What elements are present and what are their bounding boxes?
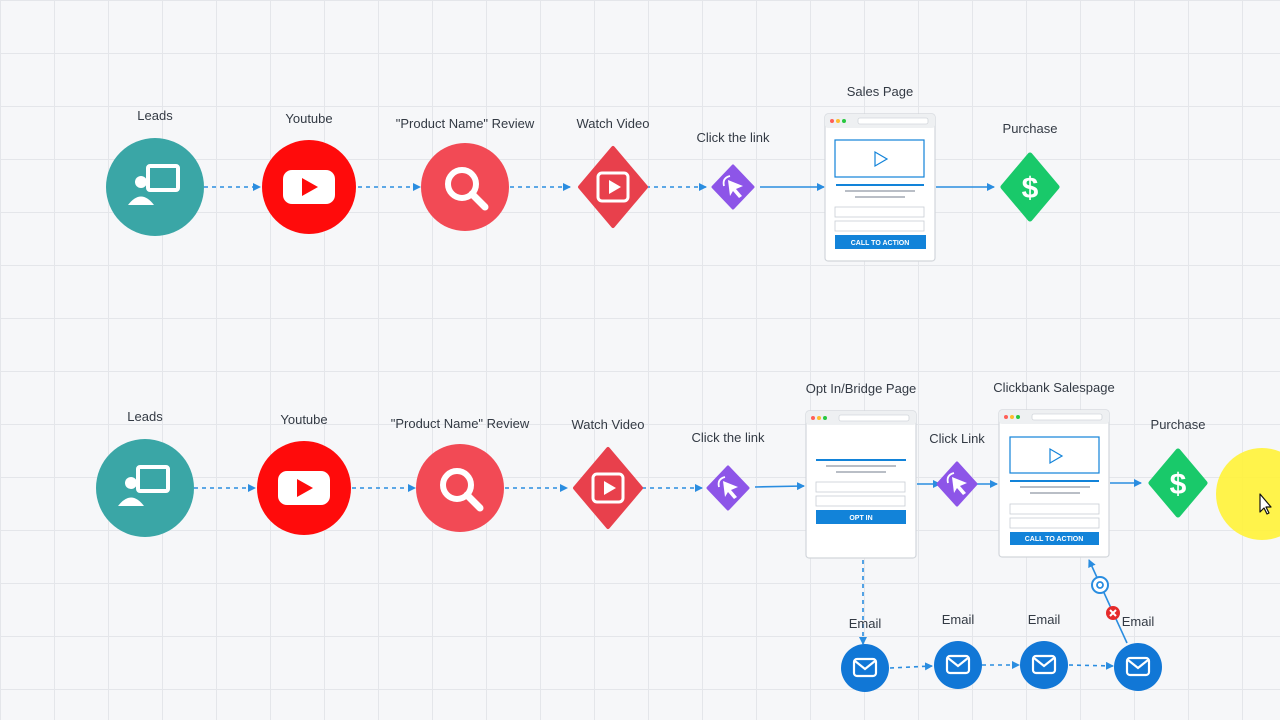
video-play-icon [596,171,630,203]
search-icon [440,468,484,512]
email-label-4: Email [1122,614,1155,629]
purchase-label: Purchase [1151,417,1206,432]
cursor-click-icon [946,472,967,495]
youtube-icon [283,170,335,204]
clickbank-page-label: Clickbank Salespage [993,380,1114,395]
presentation-icon [128,164,180,205]
sales-page-node[interactable]: CALL TO ACTION [824,113,936,262]
email-node-1[interactable] [841,644,889,692]
click-link-node[interactable] [711,164,755,210]
leads-node[interactable] [96,439,194,537]
connector[interactable] [889,662,933,671]
email-icon [1031,654,1057,675]
review-node[interactable] [416,444,504,532]
email-label-1: Email [849,616,882,631]
review-label: "Product Name" Review [396,116,535,131]
review-node[interactable] [421,143,509,231]
click-link-node[interactable] [706,465,750,511]
email-label-2: Email [942,612,975,627]
optin-page-node[interactable]: OPT IN [805,410,917,559]
cursor-click-icon [722,175,743,198]
clickbank-cta-button[interactable] [1010,532,1099,545]
youtube-icon [278,471,330,505]
gear-icon[interactable] [1091,576,1109,594]
optin-page-label: Opt In/Bridge Page [806,381,917,396]
connector[interactable] [1088,559,1128,644]
connector[interactable] [1068,661,1114,670]
youtube-label: Youtube [280,412,327,427]
top-funnel: Leads Youtube "Product Name" Review [106,84,1060,262]
optin-button[interactable] [816,510,906,524]
click-link-2-node[interactable] [936,461,978,507]
clickbank-cta-label: CALL TO ACTION [1025,536,1084,543]
close-icon[interactable] [1106,606,1120,620]
youtube-node[interactable] [262,140,356,234]
sales-page-cta-button[interactable] [835,235,926,249]
click-link-label: Click the link [697,130,770,145]
dollar-icon: $ [1170,468,1187,501]
watch-video-label: Watch Video [572,417,645,432]
email-node-4[interactable] [1114,643,1162,691]
sales-page-cta-label: CALL TO ACTION [851,240,910,247]
dollar-icon: $ [1022,172,1039,205]
leads-node[interactable] [106,138,204,236]
cursor-click-icon [717,476,738,499]
email-label-3: Email [1028,612,1061,627]
click-link-label: Click the link [692,430,765,445]
cursor-highlight [1216,448,1280,540]
youtube-label: Youtube [285,111,332,126]
email-node-2[interactable] [934,641,982,689]
email-icon [945,654,971,675]
presentation-icon [118,465,170,506]
email-icon [1125,656,1151,677]
leads-label: Leads [127,409,163,424]
connector[interactable] [754,482,805,491]
email-node-3[interactable] [1020,641,1068,689]
click-link-2-label: Click Link [929,431,985,446]
leads-label: Leads [137,108,173,123]
search-icon [445,167,489,211]
watch-video-node[interactable] [573,447,643,529]
video-play-icon [591,472,625,504]
optin-button-label: OPT IN [849,515,872,522]
watch-video-label: Watch Video [577,116,650,131]
watch-video-node[interactable] [578,146,648,228]
youtube-node[interactable] [257,441,351,535]
purchase-node[interactable]: $ [1000,152,1060,222]
mouse-pointer-icon [1259,493,1272,515]
bottom-connectors [194,479,1142,671]
purchase-label: Purchase [1003,121,1058,136]
email-icon [852,657,878,678]
purchase-node[interactable]: $ [1148,448,1208,518]
review-label: "Product Name" Review [391,416,530,431]
bottom-funnel: Leads Youtube "Product Name" Review [96,380,1208,692]
clickbank-page-node[interactable]: CALL TO ACTION [998,409,1110,558]
sales-page-label: Sales Page [847,84,914,99]
